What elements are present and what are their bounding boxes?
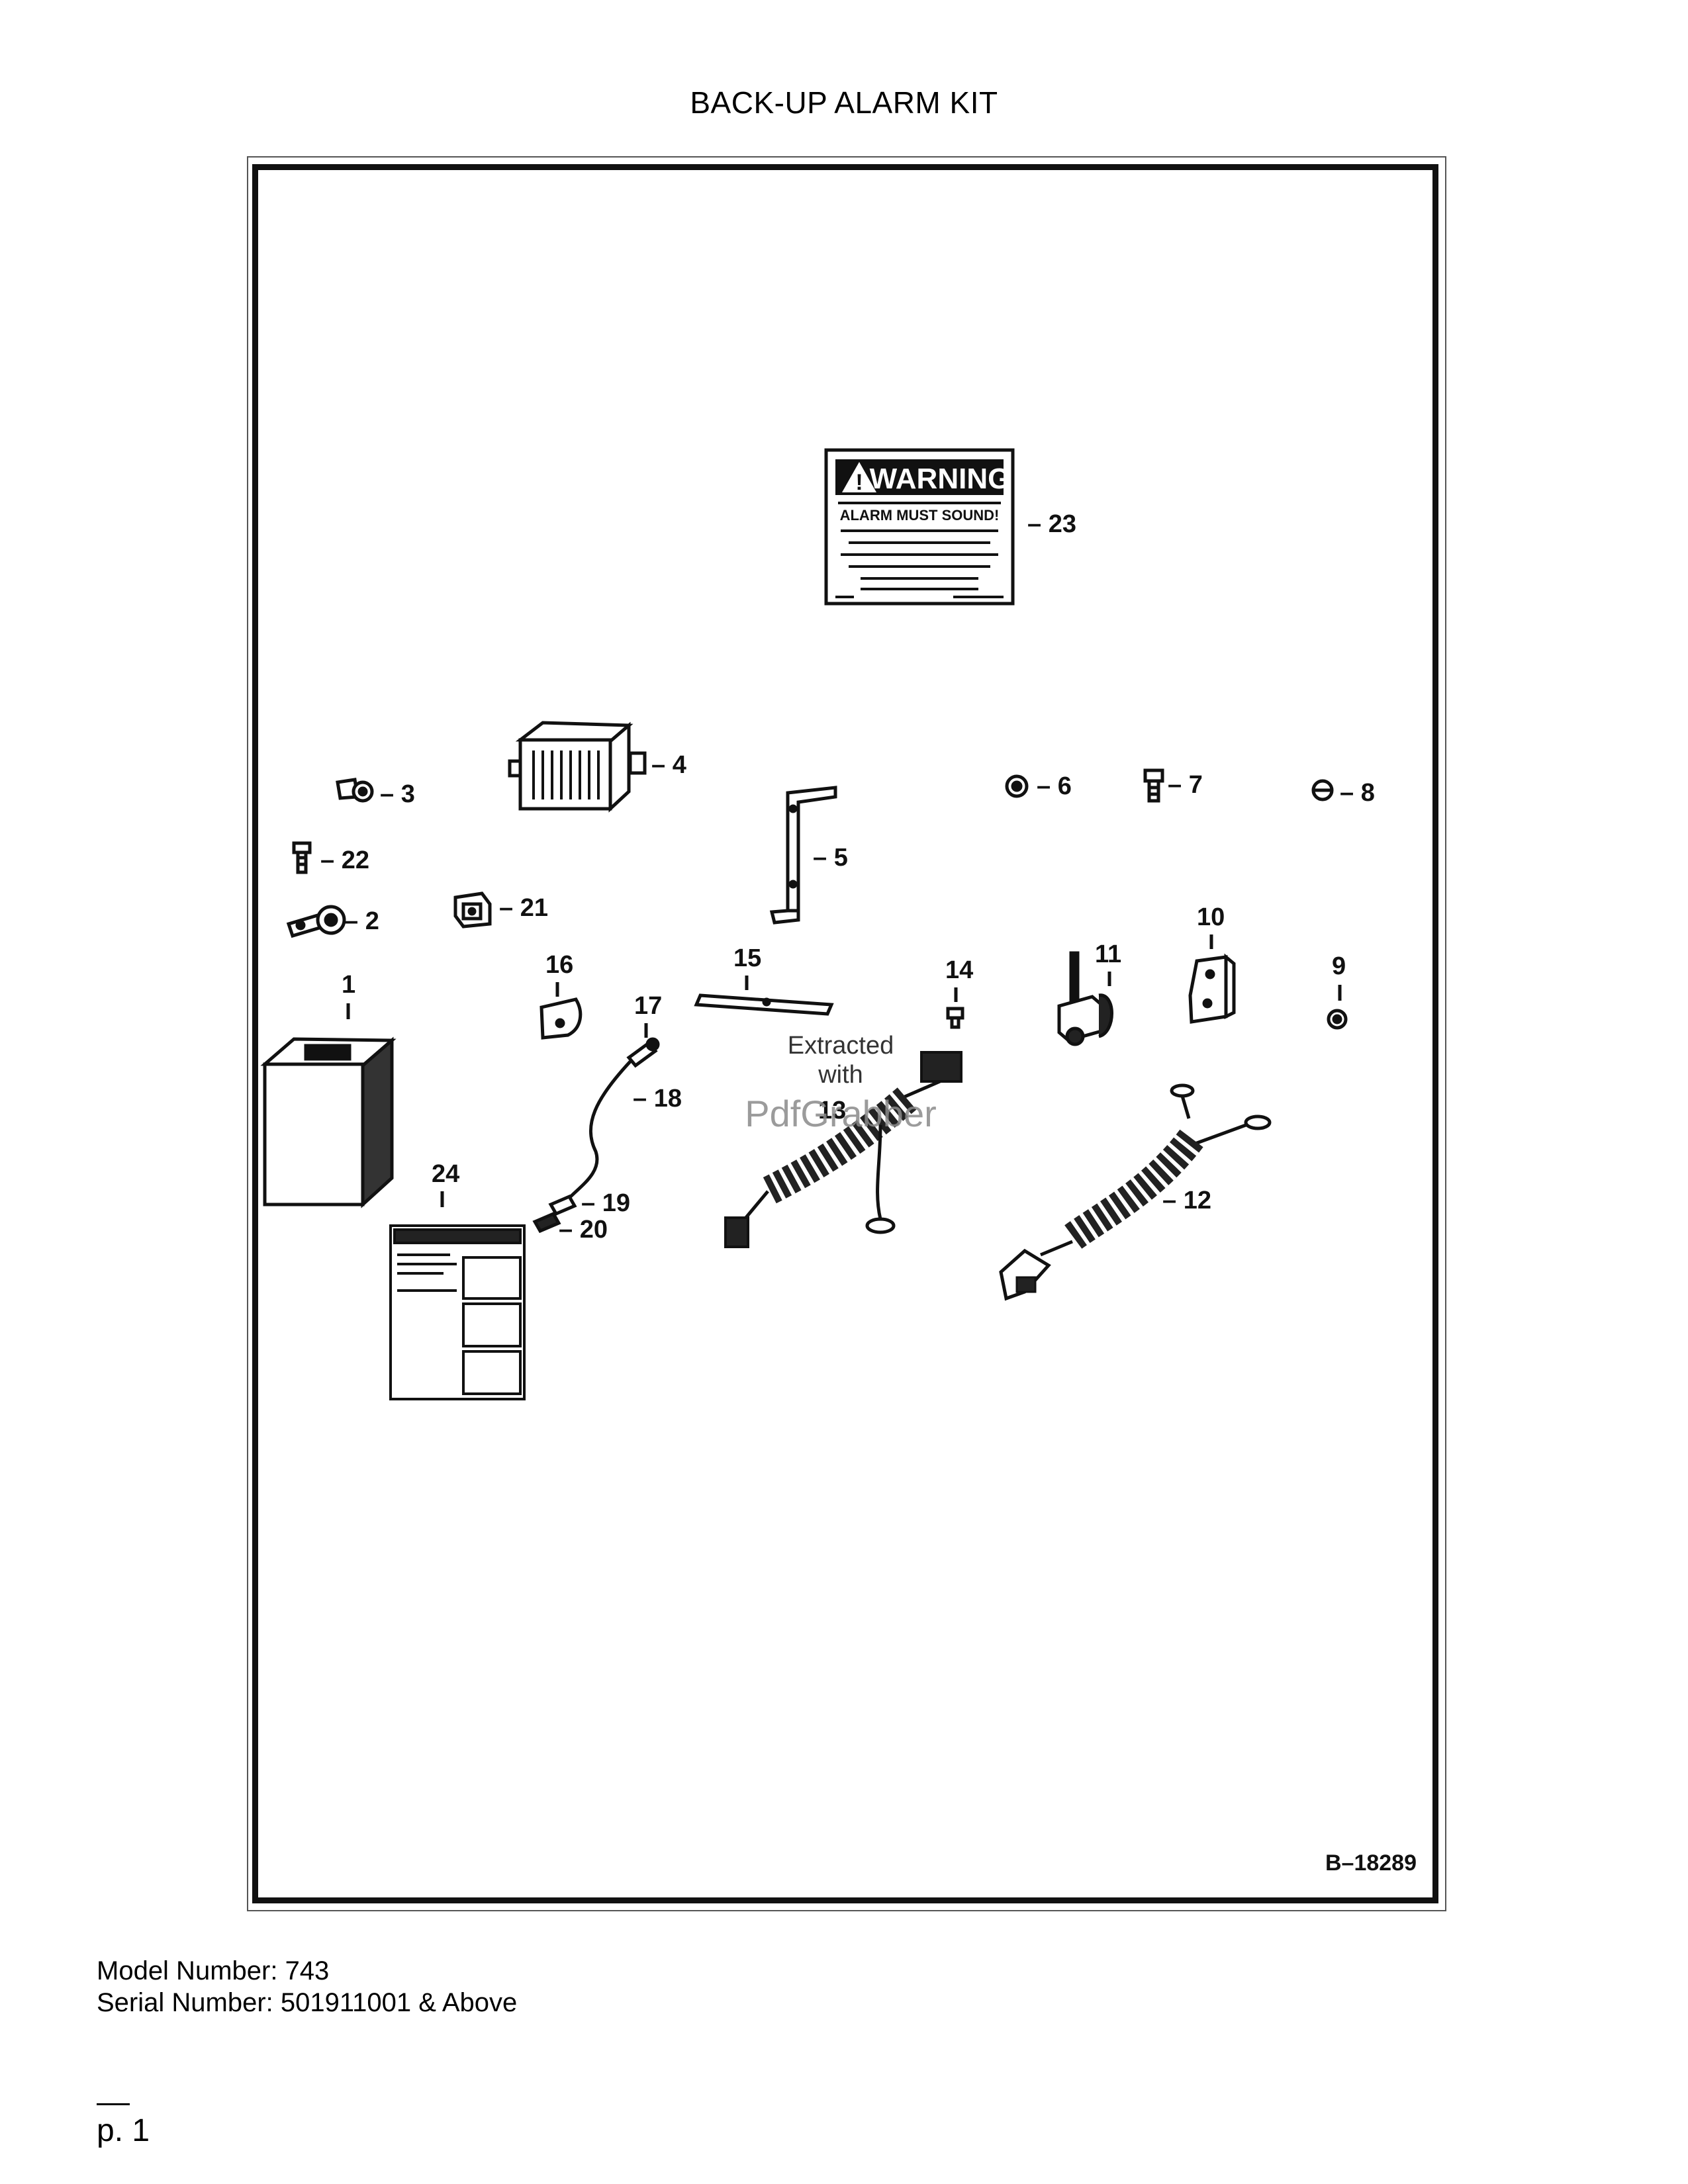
callout-17: 17 [634, 992, 662, 1020]
fuse-holder [626, 1037, 660, 1068]
serial-number: Serial Number: 501911001 & Above [97, 1988, 517, 2018]
serial-label: Serial Number: [97, 1988, 273, 2017]
strap [694, 993, 834, 1016]
callout-11: 11 [1095, 940, 1121, 968]
callout-4: – 4 [651, 751, 686, 779]
bolt-7 [1143, 768, 1164, 803]
page-number-rule [97, 2103, 130, 2105]
bolt-22 [292, 841, 312, 874]
nut-8 [1311, 779, 1334, 801]
callout-10: 10 [1197, 903, 1225, 931]
diagram-frame-outer [247, 156, 1446, 1911]
callout-7: – 7 [1168, 771, 1203, 799]
callout-2: – 2 [344, 907, 379, 935]
warning-decal: ! WARNING ALARM MUST SOUND! [824, 448, 1015, 606]
callout-12: – 12 [1162, 1187, 1211, 1214]
callout-16: 16 [545, 951, 573, 979]
switch [1057, 951, 1113, 1046]
callout-18: – 18 [633, 1085, 682, 1113]
terminal-20 [532, 1211, 561, 1234]
wire-18 [568, 1060, 632, 1199]
callout-6: – 6 [1037, 772, 1072, 800]
figure-id: B–18289 [1325, 1850, 1417, 1876]
angle-bracket [1188, 953, 1236, 1024]
terminal-19 [548, 1194, 577, 1216]
callout-19: – 19 [581, 1189, 630, 1217]
warning-heading: WARNING [870, 463, 1011, 495]
callout-5: – 5 [813, 844, 848, 872]
callout-13: 13 [818, 1097, 846, 1124]
washer [1327, 1009, 1348, 1030]
page-title: BACK-UP ALARM KIT [690, 85, 998, 120]
model-label: Model Number: [97, 1956, 278, 1985]
diagram-frame [252, 164, 1438, 1903]
serial-value: 501911001 & Above [280, 1988, 518, 2017]
callout-1: 1 [342, 971, 355, 999]
callout-23: – 23 [1027, 510, 1076, 538]
page-number: p. 1 [97, 2113, 150, 2148]
harness-12 [999, 1083, 1272, 1301]
bolt-14 [946, 1007, 964, 1029]
callout-14: 14 [945, 956, 973, 984]
callout-3: – 3 [380, 780, 415, 808]
warning-line: ALARM MUST SOUND! [840, 507, 1000, 523]
instruction-sheet [389, 1224, 526, 1400]
watermark-with: with [818, 1061, 863, 1089]
watermark-brand: PdfGrabber [745, 1093, 937, 1134]
callout-22: – 22 [320, 846, 369, 874]
clamp [539, 997, 583, 1040]
svg-text:!: ! [855, 470, 863, 495]
callout-20: – 20 [559, 1216, 608, 1244]
connector [336, 778, 374, 803]
alarm-unit [508, 721, 647, 813]
harness-13 [724, 1051, 962, 1248]
callout-21: – 21 [499, 894, 548, 922]
pdfgrabber-watermark: Extracted with PdfGrabber [745, 1032, 937, 1134]
watermark-extracted: Extracted [788, 1032, 894, 1060]
clip-21 [453, 891, 492, 929]
ring-terminal [286, 905, 346, 938]
box-1 [260, 1036, 397, 1208]
callout-9: 9 [1332, 952, 1346, 980]
callout-24: 24 [432, 1160, 459, 1188]
nut-6 [1005, 774, 1029, 798]
callout-8: – 8 [1340, 779, 1375, 807]
bracket [769, 786, 837, 925]
model-value: 743 [285, 1956, 330, 1985]
model-number: Model Number: 743 [97, 1956, 329, 1986]
callout-15: 15 [733, 944, 761, 972]
